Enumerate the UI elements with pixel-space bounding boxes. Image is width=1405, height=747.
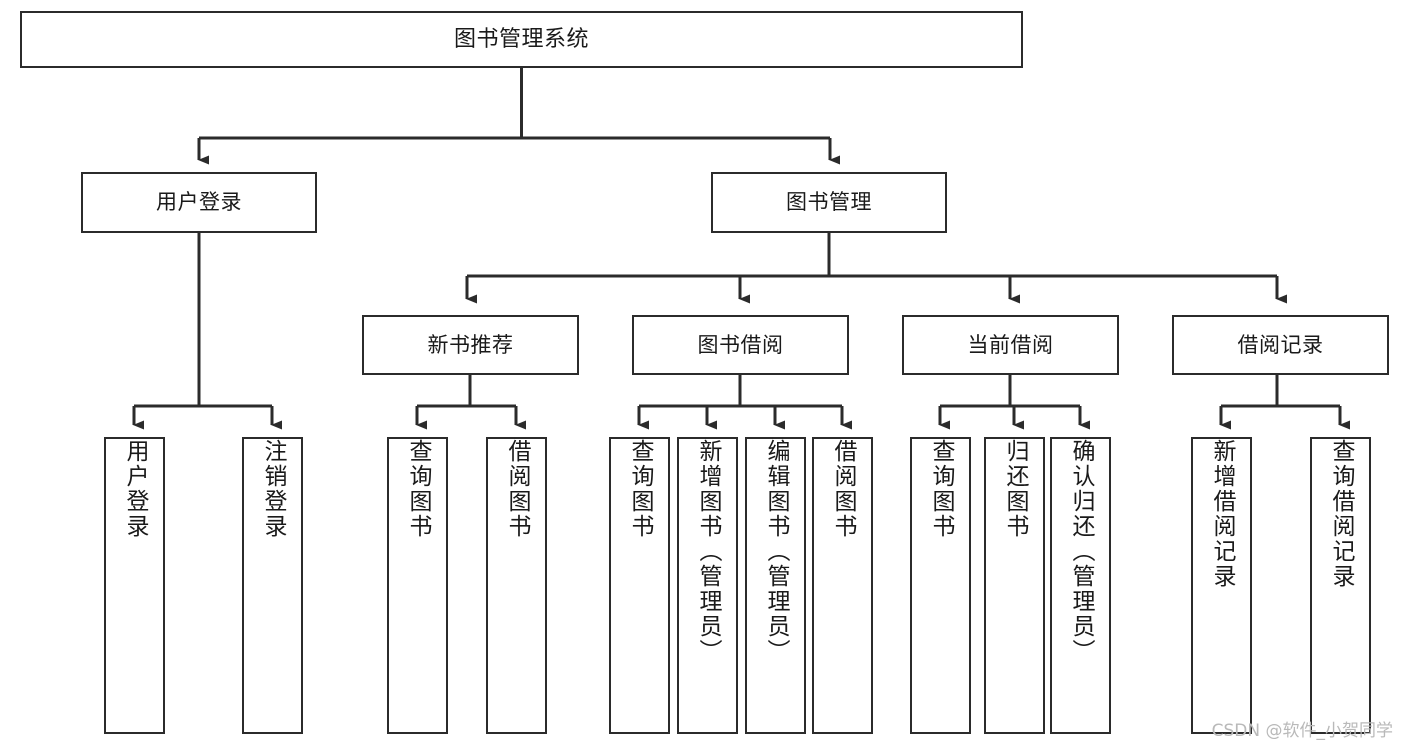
node-leaf-edit-book-label: 编辑图书（管理员） [763,439,789,664]
node-book-borrow-label: 图书借阅 [697,332,784,357]
node-leaf-user-login[interactable]: 用户登录 [104,437,165,734]
node-leaf-query-record-label: 查询借阅记录 [1328,439,1354,589]
node-leaf-add-book-label: 新增图书（管理员） [695,439,721,664]
node-leaf-query-book-b-label: 查询图书 [627,439,653,539]
node-leaf-add-record[interactable]: 新增借阅记录 [1191,437,1252,734]
node-leaf-query-book-b[interactable]: 查询图书 [609,437,670,734]
node-leaf-query-book-c[interactable]: 查询图书 [910,437,971,734]
watermark: CSDN @软件_小贺同学 [1211,721,1393,741]
node-root[interactable]: 图书管理系统 [20,11,1023,68]
node-current-borrow[interactable]: 当前借阅 [902,315,1119,375]
node-leaf-logout[interactable]: 注销登录 [242,437,303,734]
node-leaf-query-book-c-label: 查询图书 [928,439,954,539]
node-leaf-borrow-book-b[interactable]: 借阅图书 [812,437,873,734]
node-leaf-query-record[interactable]: 查询借阅记录 [1310,437,1371,734]
node-leaf-borrow-book-a[interactable]: 借阅图书 [486,437,547,734]
node-borrow-record[interactable]: 借阅记录 [1172,315,1389,375]
node-book-manage-label: 图书管理 [786,190,872,215]
node-borrow-record-label: 借阅记录 [1237,332,1324,357]
node-user-login[interactable]: 用户登录 [81,172,317,233]
node-leaf-return-book[interactable]: 归还图书 [984,437,1045,734]
node-book-borrow[interactable]: 图书借阅 [632,315,849,375]
node-user-login-label: 用户登录 [156,190,242,215]
node-leaf-return-book-label: 归还图书 [1002,439,1028,539]
node-leaf-confirm-return[interactable]: 确认归还（管理员） [1050,437,1111,734]
node-leaf-edit-book[interactable]: 编辑图书（管理员） [745,437,806,734]
node-leaf-user-login-label: 用户登录 [122,439,148,539]
node-leaf-confirm-return-label: 确认归还（管理员） [1068,439,1094,664]
node-leaf-logout-label: 注销登录 [260,439,286,539]
node-leaf-add-record-label: 新增借阅记录 [1209,439,1235,589]
node-new-book-recommend-label: 新书推荐 [427,332,514,357]
node-leaf-query-book-a[interactable]: 查询图书 [387,437,448,734]
node-root-label: 图书管理系统 [453,26,589,52]
node-leaf-add-book[interactable]: 新增图书（管理员） [677,437,738,734]
node-book-manage[interactable]: 图书管理 [711,172,947,233]
node-new-book-recommend[interactable]: 新书推荐 [362,315,579,375]
node-leaf-borrow-book-b-label: 借阅图书 [830,439,856,539]
node-leaf-borrow-book-a-label: 借阅图书 [504,439,530,539]
node-leaf-query-book-a-label: 查询图书 [405,439,431,539]
node-current-borrow-label: 当前借阅 [967,332,1054,357]
